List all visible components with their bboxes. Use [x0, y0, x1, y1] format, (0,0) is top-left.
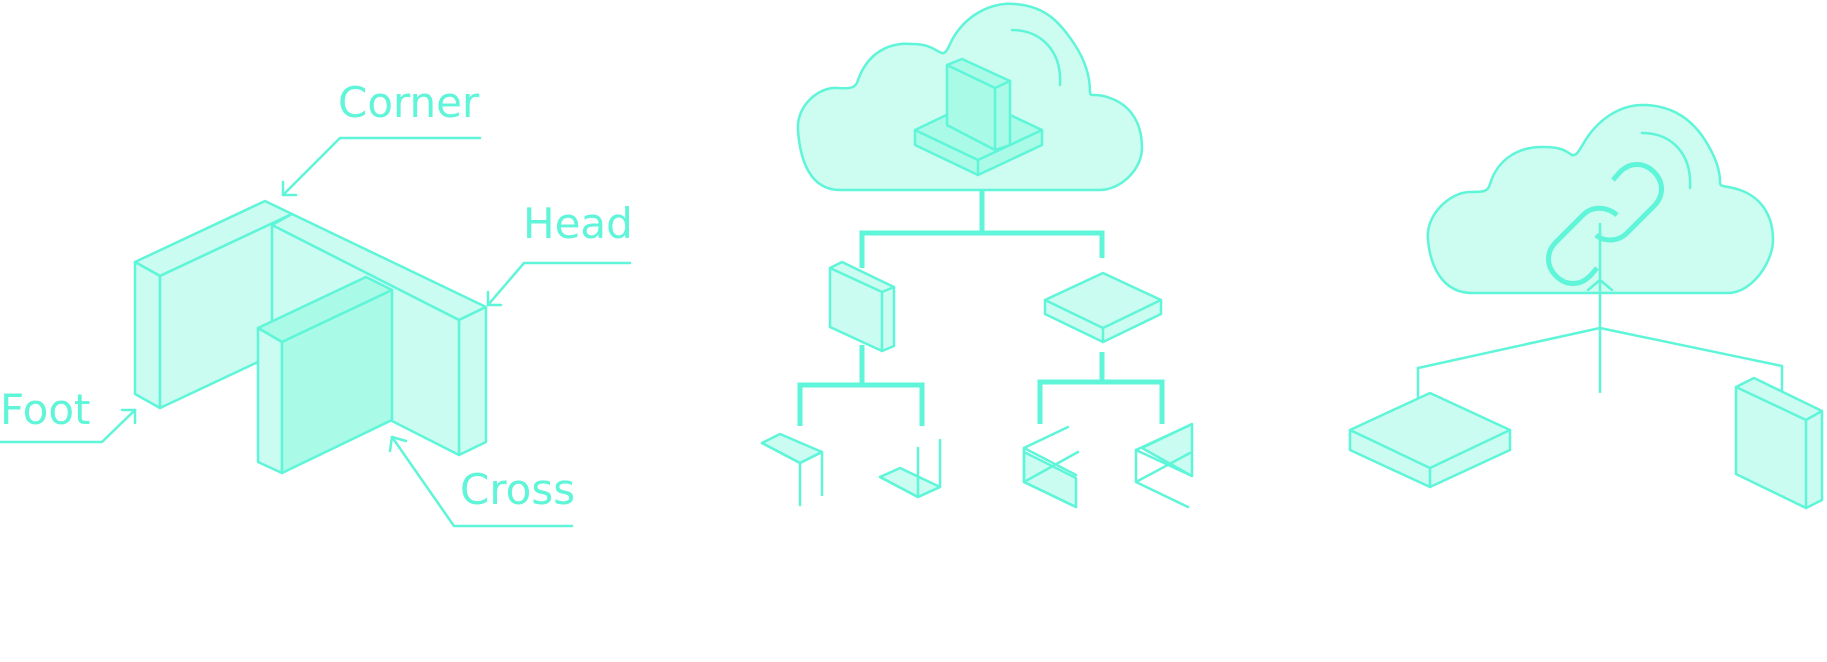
linked-cloud [1348, 103, 1824, 510]
cross-callout: Cross [388, 435, 575, 528]
cloud-icon [1426, 103, 1775, 295]
head-callout: Head [486, 199, 633, 307]
head-label: Head [523, 199, 633, 248]
foot-label: Foot [0, 385, 91, 434]
corner-callout: Corner [281, 78, 482, 197]
fragment-4 [1134, 422, 1194, 509]
fragment-1 [760, 432, 824, 507]
fragment-2 [878, 438, 942, 499]
link-icon [1546, 162, 1664, 286]
corner-label: Corner [338, 78, 480, 127]
cross-label: Cross [460, 465, 575, 514]
cube-icon [828, 260, 896, 353]
cube-icon [1348, 391, 1512, 489]
fragment-3 [1022, 425, 1080, 509]
cube-icon [913, 57, 1044, 177]
joint-diagram: Corner Head Foot Cross [0, 78, 633, 528]
cube-icon [1734, 376, 1824, 510]
cloud-hierarchy [760, 2, 1194, 509]
cube-icon [1043, 271, 1163, 344]
cross-block [256, 275, 394, 475]
foot-callout: Foot [0, 385, 137, 444]
